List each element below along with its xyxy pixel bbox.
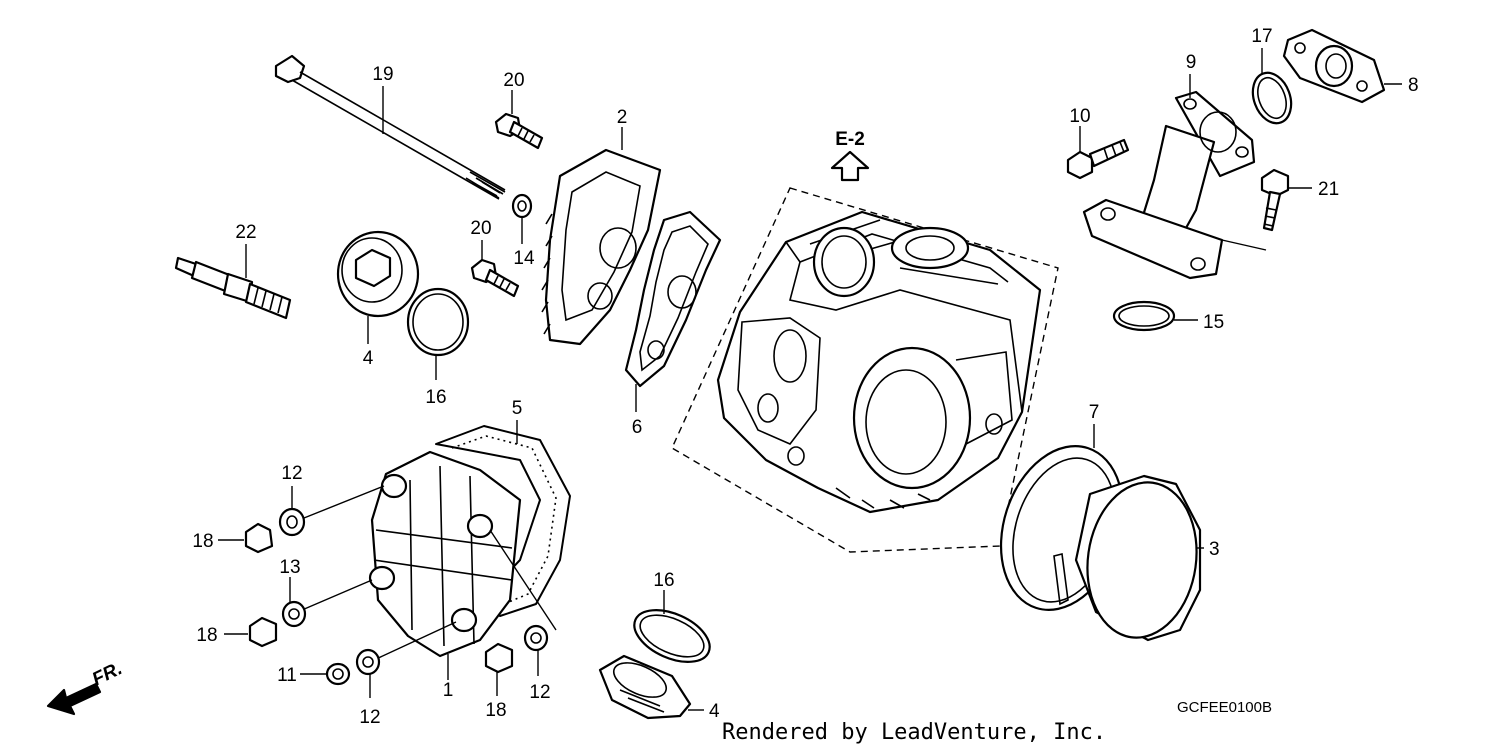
callout-18-top: 18 bbox=[192, 531, 213, 552]
bolt-21[interactable] bbox=[1260, 168, 1290, 232]
washer-13[interactable] bbox=[281, 600, 307, 628]
insulator-pipe-9[interactable] bbox=[1082, 90, 1256, 280]
callout-21: 21 bbox=[1318, 179, 1339, 200]
callout-17: 17 bbox=[1251, 26, 1272, 47]
cap-nut-18-top[interactable] bbox=[244, 522, 274, 554]
callout-18-mid: 18 bbox=[196, 625, 217, 646]
washer-14[interactable] bbox=[511, 193, 533, 219]
callout-19: 19 bbox=[372, 64, 393, 85]
callout-16-lower: 16 bbox=[653, 570, 674, 591]
callout-14: 14 bbox=[513, 248, 535, 269]
diagram-code: GCFEE0100B bbox=[1177, 699, 1272, 716]
cylinder-head-group-outline bbox=[671, 187, 1059, 553]
callout-22: 22 bbox=[235, 222, 256, 243]
callout-11: 11 bbox=[277, 665, 297, 686]
callout-8: 8 bbox=[1408, 75, 1419, 96]
callout-16-upper: 16 bbox=[425, 387, 446, 408]
leader-9-line bbox=[1221, 239, 1267, 251]
footer-credit: Rendered by LeadVenture, Inc. bbox=[722, 720, 1106, 745]
callout-15: 15 bbox=[1203, 312, 1224, 333]
callout-12-bottom-right: 12 bbox=[529, 682, 550, 703]
camshaft-holder-2[interactable] bbox=[541, 148, 662, 346]
tappet-cap-4-lower[interactable] bbox=[598, 654, 692, 720]
o-ring-15[interactable] bbox=[1112, 300, 1176, 332]
callout-4-lower: 4 bbox=[709, 701, 720, 722]
callout-1: 1 bbox=[443, 680, 454, 701]
leader-hole-to-washer-right bbox=[489, 529, 557, 631]
gasket-5[interactable] bbox=[435, 425, 571, 617]
gasket-6[interactable] bbox=[624, 210, 722, 388]
washer-12-top[interactable] bbox=[278, 507, 306, 537]
callout-6: 6 bbox=[632, 417, 643, 438]
cap-nut-18-mid[interactable] bbox=[248, 616, 278, 648]
callout-10: 10 bbox=[1069, 106, 1090, 127]
tappet-cap-4-upper[interactable] bbox=[336, 230, 420, 318]
o-ring-16-upper[interactable] bbox=[406, 287, 470, 357]
callout-12-bottom-left: 12 bbox=[359, 707, 380, 728]
front-direction-arrow-icon bbox=[46, 682, 102, 716]
callout-4-upper: 4 bbox=[363, 348, 374, 369]
callout-20-lower: 20 bbox=[470, 218, 491, 239]
reference-e2-label: E-2 bbox=[835, 129, 865, 150]
callout-3: 3 bbox=[1209, 539, 1220, 560]
callout-7: 7 bbox=[1089, 402, 1100, 423]
cylinder-head-cover-1[interactable] bbox=[368, 450, 522, 658]
cap-nut-18-bottom[interactable] bbox=[484, 642, 514, 674]
o-ring-16-lower[interactable] bbox=[627, 600, 718, 673]
leader-hole-to-washer-low bbox=[373, 621, 457, 661]
callout-9: 9 bbox=[1186, 52, 1197, 73]
cylinder-head[interactable] bbox=[716, 210, 1042, 514]
callout-13: 13 bbox=[279, 557, 300, 578]
bolt-10[interactable] bbox=[1066, 138, 1130, 180]
leader-hole-to-washer-mid bbox=[301, 579, 373, 611]
washer-12-bottom-left[interactable] bbox=[355, 648, 381, 676]
o-ring-17[interactable] bbox=[1246, 67, 1298, 128]
side-cover-3[interactable] bbox=[1053, 474, 1206, 645]
spark-plug-22[interactable] bbox=[174, 256, 292, 320]
callout-2: 2 bbox=[617, 107, 628, 128]
callout-20-top: 20 bbox=[503, 70, 524, 91]
flange-bolt-20-lower[interactable] bbox=[470, 258, 520, 298]
reference-e2-arrow-icon bbox=[830, 150, 870, 182]
leader-hole-to-washer-top bbox=[303, 485, 385, 519]
insulator-joint-8[interactable] bbox=[1282, 28, 1386, 104]
washer-12-bottom-right[interactable] bbox=[523, 624, 549, 652]
callout-12-top: 12 bbox=[281, 463, 302, 484]
callout-18-bottom: 18 bbox=[485, 700, 506, 721]
stud-bolt-19[interactable] bbox=[274, 54, 506, 200]
callout-5: 5 bbox=[512, 398, 523, 419]
nut-11[interactable] bbox=[325, 662, 351, 686]
flange-bolt-20-top[interactable] bbox=[494, 112, 544, 150]
